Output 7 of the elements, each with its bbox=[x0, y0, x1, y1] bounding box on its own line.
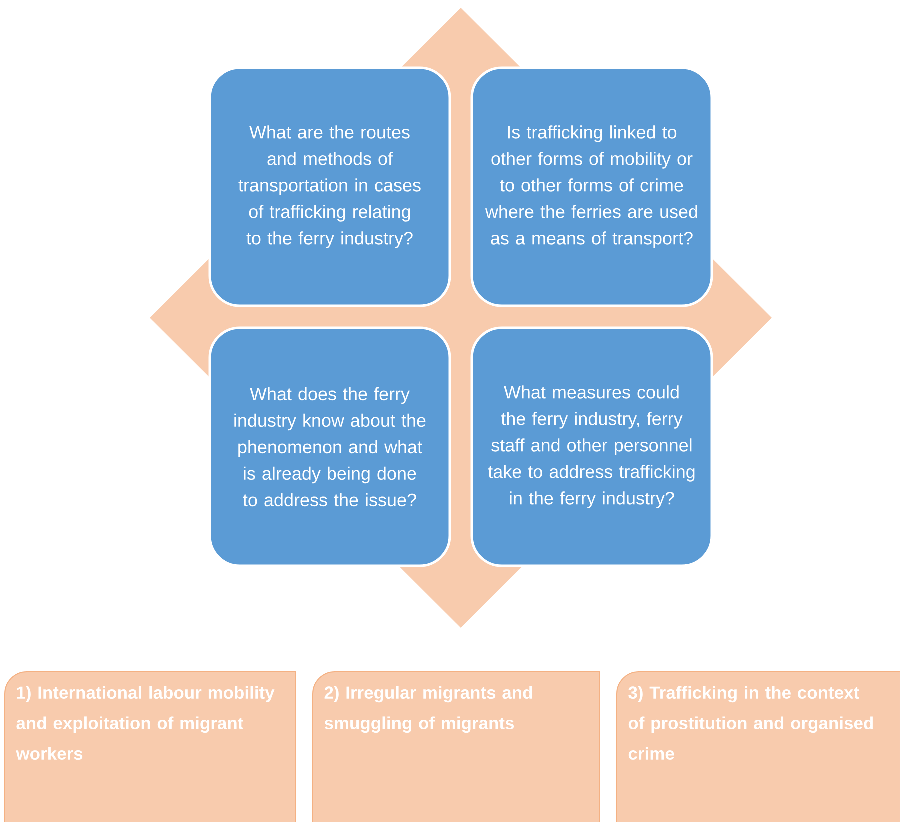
question-box: What measures could the ferry industry, ferry staff and other personnel take to address trafficking in the ferry industry? bbox=[470, 326, 714, 568]
question-box: What does the ferry industry know about the phenomenon and what is already being done to address the issue? bbox=[208, 326, 452, 568]
question-box: What are the routes and methods of transportation in cases of trafficking relating to the ferry industry? bbox=[208, 66, 452, 308]
category-box: 2) Irregular migrants and smuggling of migrants bbox=[312, 672, 600, 822]
category-box: 3) Trafficking in the context of prostitution and organised crime bbox=[616, 672, 900, 822]
question-box: Is trafficking linked to other forms of mobility or to other forms of crime where the ferries are used as a means of transport? bbox=[470, 66, 714, 308]
category-box: 1) International labour mobility and exploitation of migrant workers bbox=[4, 672, 296, 822]
